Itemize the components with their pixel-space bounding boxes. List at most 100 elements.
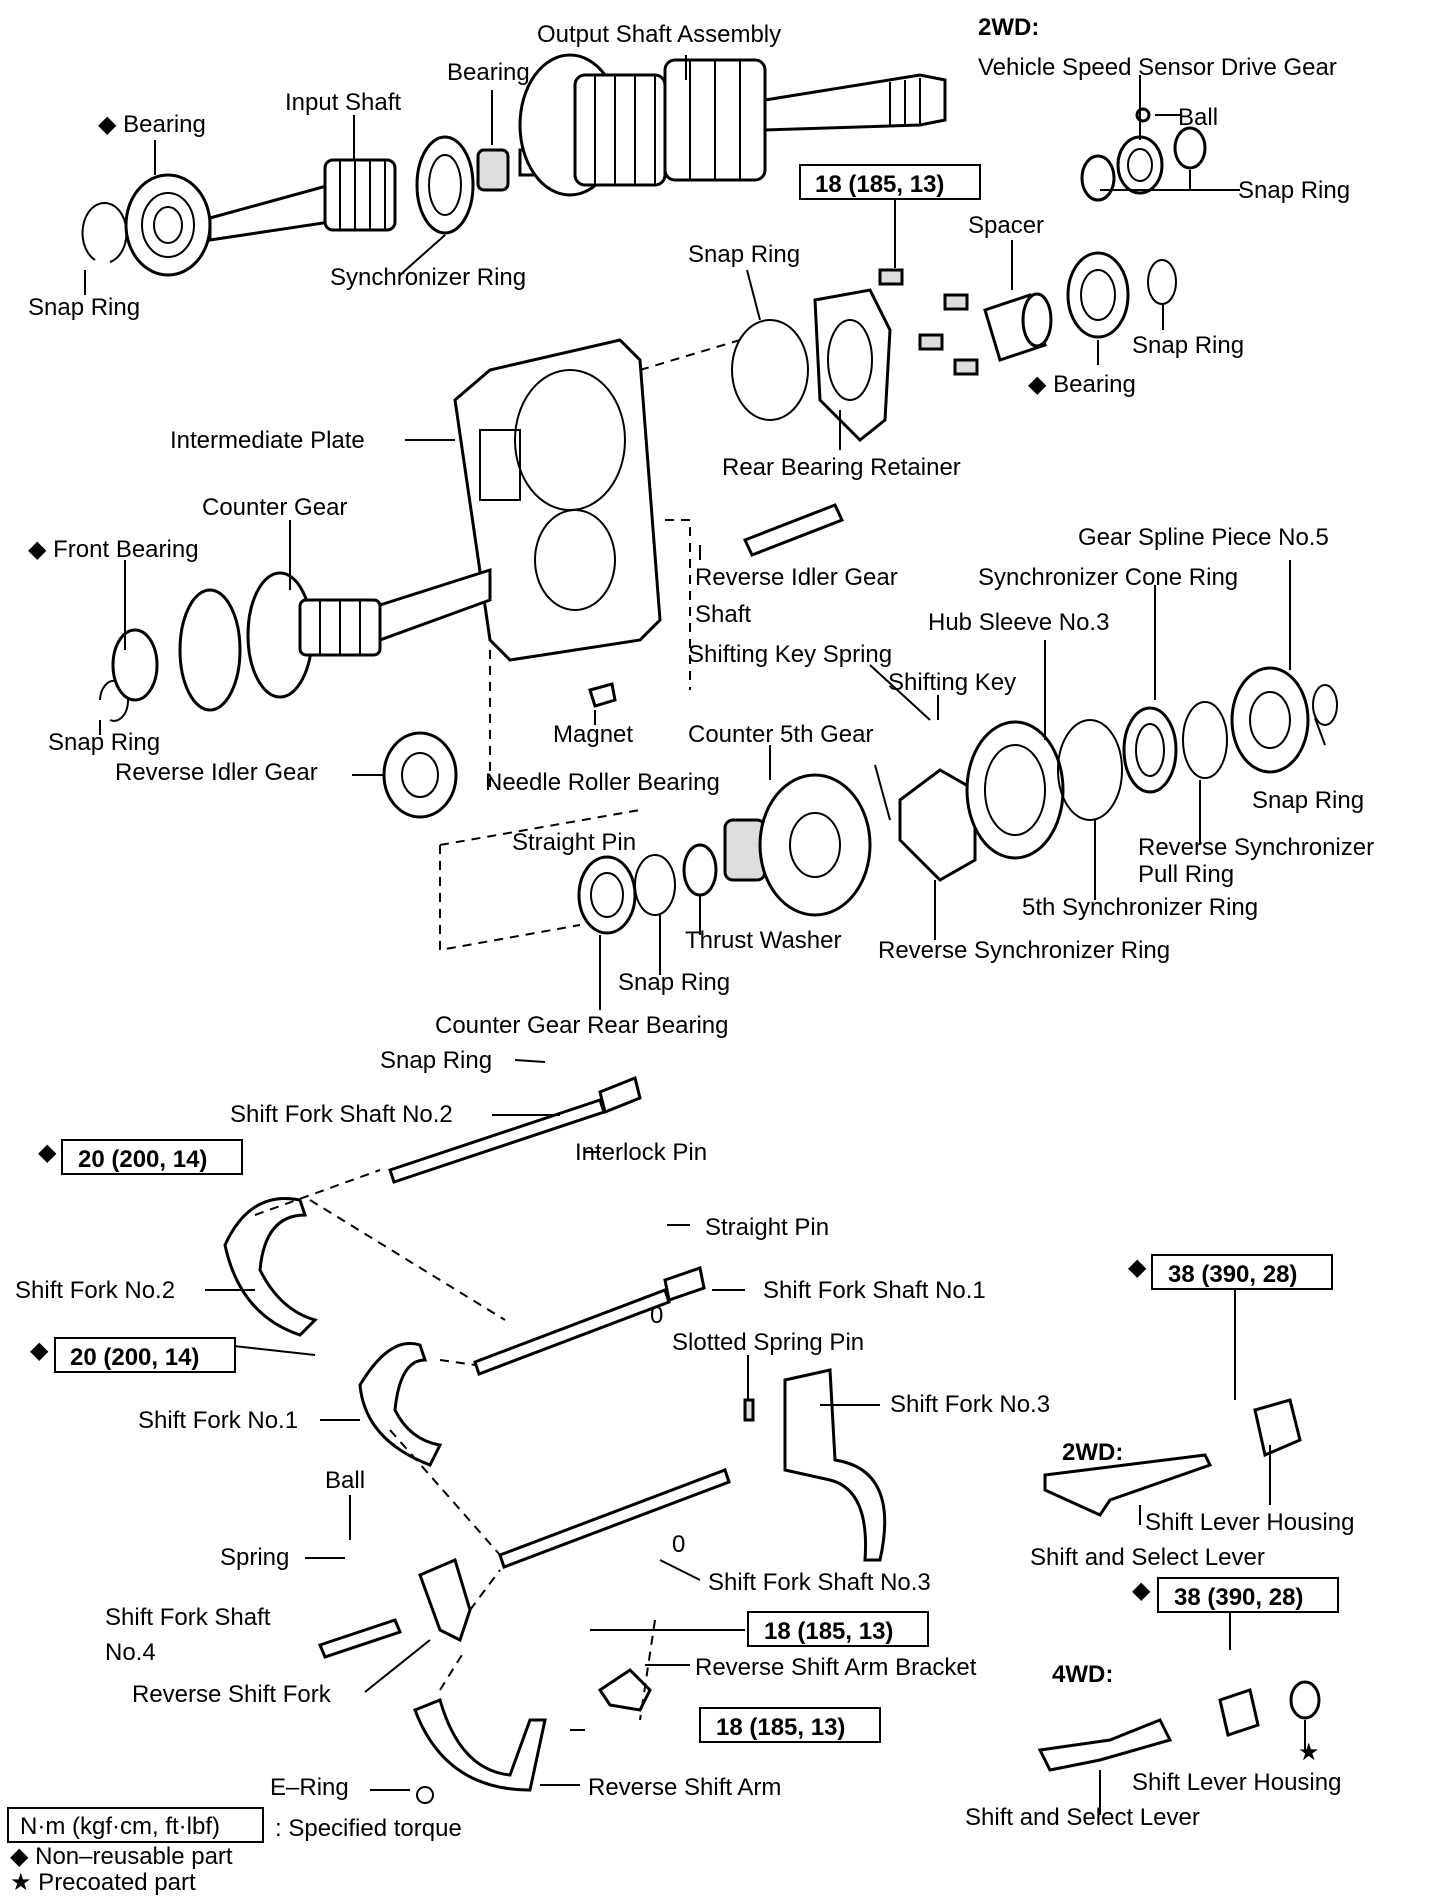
legend-torque-units: N·m (kgf·cm, ft·lbf): [20, 1813, 220, 1840]
label-snap-ring-left: Snap Ring: [28, 294, 140, 321]
label-torque-18-b: 18 (185, 13): [764, 1618, 893, 1645]
rear-bearing-retainer-drawing: [813, 288, 892, 443]
precoated-symbol: ★: [1298, 1739, 1320, 1766]
shift-fork-shaft-2-drawing: [388, 1075, 642, 1184]
non-reusable-symbol-20a: ◆: [38, 1139, 57, 1166]
label-shift-select-lever-2wd: Shift and Select Lever: [1030, 1544, 1265, 1571]
torque-box-38-b: [1157, 1577, 1339, 1613]
label-torque-18-c: 18 (185, 13): [716, 1714, 845, 1741]
shift-fork-shaft-1-drawing: [473, 1266, 706, 1376]
label-zero-2: 0: [672, 1531, 685, 1558]
shift-fork-shaft-3-drawing: [498, 1468, 731, 1569]
label-snap-ring-lower: Snap Ring: [380, 1047, 492, 1074]
label-hub-sleeve: Hub Sleeve No.3: [928, 609, 1109, 636]
shift-fork-2-drawing: [223, 1197, 318, 1337]
snap-ring-spline-drawing: [1312, 684, 1338, 726]
snap-ring-rear-drawing: [1147, 259, 1177, 305]
label-synchronizer-ring: Synchronizer Ring: [330, 264, 526, 291]
label-reverse-shift-arm: Reverse Shift Arm: [588, 1774, 781, 1801]
label-2wd-bottom: 2WD:: [1062, 1439, 1123, 1466]
label-snap-ring-mid: Snap Ring: [618, 969, 730, 996]
non-reusable-symbol-38a: ◆: [1128, 1254, 1147, 1281]
label-bearing-right: ◆ Bearing: [1028, 371, 1136, 398]
label-snap-ring-counter: Snap Ring: [48, 729, 160, 756]
shift-fork-shaft-4-drawing: [317, 1618, 403, 1659]
label-counter-gear: Counter Gear: [202, 494, 347, 521]
label-torque-38-a: 38 (390, 28): [1168, 1261, 1297, 1288]
legend-non-reusable: ◆ Non–reusable part: [10, 1843, 233, 1870]
snap-ring-input-drawing: [81, 201, 128, 263]
label-reverse-sync-pull-ring-2: Pull Ring: [1138, 861, 1234, 888]
torque-box-18-c: [699, 1707, 881, 1743]
label-2wd-top: 2WD:: [978, 14, 1039, 41]
bearing-input-drawing: [124, 173, 212, 277]
label-torque-20-b: 20 (200, 14): [70, 1344, 199, 1371]
label-shifting-key: Shifting Key: [888, 669, 1016, 696]
label-magnet: Magnet: [553, 721, 633, 748]
label-shift-lever-housing-4wd: Shift Lever Housing: [1132, 1769, 1341, 1796]
label-reverse-sync-ring: Reverse Synchronizer Ring: [878, 937, 1170, 964]
fifth-sync-ring-drawing: [1057, 719, 1123, 821]
shift-select-lever-4wd-drawing: [1037, 1718, 1173, 1772]
dashed-lines: [254, 339, 741, 1721]
label-bearing-left: ◆ Bearing: [98, 111, 206, 138]
label-ball-top: Ball: [1178, 104, 1218, 131]
label-shift-lever-housing-2wd: Shift Lever Housing: [1145, 1509, 1354, 1536]
label-snap-ring-bearing-right: Snap Ring: [1132, 332, 1244, 359]
torque-box-38-a: [1151, 1254, 1333, 1290]
bearing-rear-drawing: [1066, 251, 1130, 339]
reverse-shift-fork-drawing: [418, 1557, 472, 1643]
label-rear-bearing-retainer: Rear Bearing Retainer: [722, 454, 961, 481]
counter-gear-drawing: [99, 567, 492, 722]
label-shifting-key-spring: Shifting Key Spring: [688, 641, 892, 668]
torque-box-18-b: [747, 1611, 929, 1647]
reverse-idler-gear-drawing: [382, 731, 458, 819]
label-front-bearing: ◆ Front Bearing: [28, 536, 199, 563]
label-reverse-sync-pull-ring-1: Reverse Synchronizer: [1138, 834, 1374, 861]
e-ring-drawing: [416, 1786, 434, 1804]
legend-torque-desc: : Specified torque: [275, 1815, 462, 1842]
bolts-retainer-drawing: [878, 268, 979, 376]
slotted-spring-pin-drawing: [743, 1398, 755, 1422]
snap-ring-retainer-drawing: [731, 319, 809, 421]
label-shift-fork-shaft-4-2: No.4: [105, 1639, 156, 1666]
label-reverse-shift-arm-bracket: Reverse Shift Arm Bracket: [695, 1654, 977, 1681]
label-shift-fork-2: Shift Fork No.2: [15, 1277, 175, 1304]
label-spring: Spring: [220, 1544, 289, 1571]
label-slotted-spring-pin: Slotted Spring Pin: [672, 1329, 864, 1356]
label-shift-fork-shaft-1: Shift Fork Shaft No.1: [763, 1277, 986, 1304]
shift-select-lever-2wd-drawing: [1043, 1453, 1213, 1517]
torque-box-20-b: [54, 1337, 236, 1373]
labels: Output Shaft Assembly 2WD: Vehicle Speed…: [15, 14, 1374, 1831]
label-zero-1: 0: [650, 1302, 663, 1329]
snap-ring-counter-rear-drawing: [634, 854, 676, 916]
non-reusable-symbol-38b: ◆: [1132, 1577, 1151, 1604]
intermediate-plate-drawing: [453, 338, 662, 662]
label-sync-cone-ring: Synchronizer Cone Ring: [978, 564, 1238, 591]
output-shaft-drawing: [518, 53, 947, 197]
label-reverse-idler-shaft-2: Shaft: [695, 601, 751, 628]
label-straight-pin-lower: Straight Pin: [705, 1214, 829, 1241]
non-reusable-symbol: ◆: [28, 536, 47, 563]
label-snap-ring-top-right: Snap Ring: [1238, 177, 1350, 204]
label-shift-fork-shaft-2: Shift Fork Shaft No.2: [230, 1101, 453, 1128]
shift-lever-housing-4wd-drawing: [1218, 1680, 1321, 1737]
shift-lever-housing-2wd-drawing: [1253, 1398, 1302, 1458]
sync-cone-ring-drawing: [1122, 706, 1178, 794]
shift-fork-1-drawing: [358, 1341, 443, 1467]
spacer-drawing: [983, 292, 1053, 362]
counter-gear-rear-bearing-drawing: [577, 855, 637, 935]
reverse-shift-arm-drawing: [413, 1697, 547, 1792]
hub-sleeve-drawing: [965, 720, 1065, 860]
label-counter-5th-gear: Counter 5th Gear: [688, 721, 873, 748]
label-shift-fork-3: Shift Fork No.3: [890, 1391, 1050, 1418]
label-shift-fork-shaft-3: Shift Fork Shaft No.3: [708, 1569, 931, 1596]
label-5th-sync-ring: 5th Synchronizer Ring: [1022, 894, 1258, 921]
label-shift-select-lever-4wd: Shift and Select Lever: [965, 1804, 1200, 1831]
reverse-shift-arm-bracket-drawing: [597, 1668, 652, 1712]
legend-torque-box: [7, 1807, 264, 1843]
label-input-shaft: Input Shaft: [285, 89, 401, 116]
non-reusable-symbol-20b: ◆: [30, 1337, 49, 1364]
label-reverse-idler-gear: Reverse Idler Gear: [115, 759, 318, 786]
